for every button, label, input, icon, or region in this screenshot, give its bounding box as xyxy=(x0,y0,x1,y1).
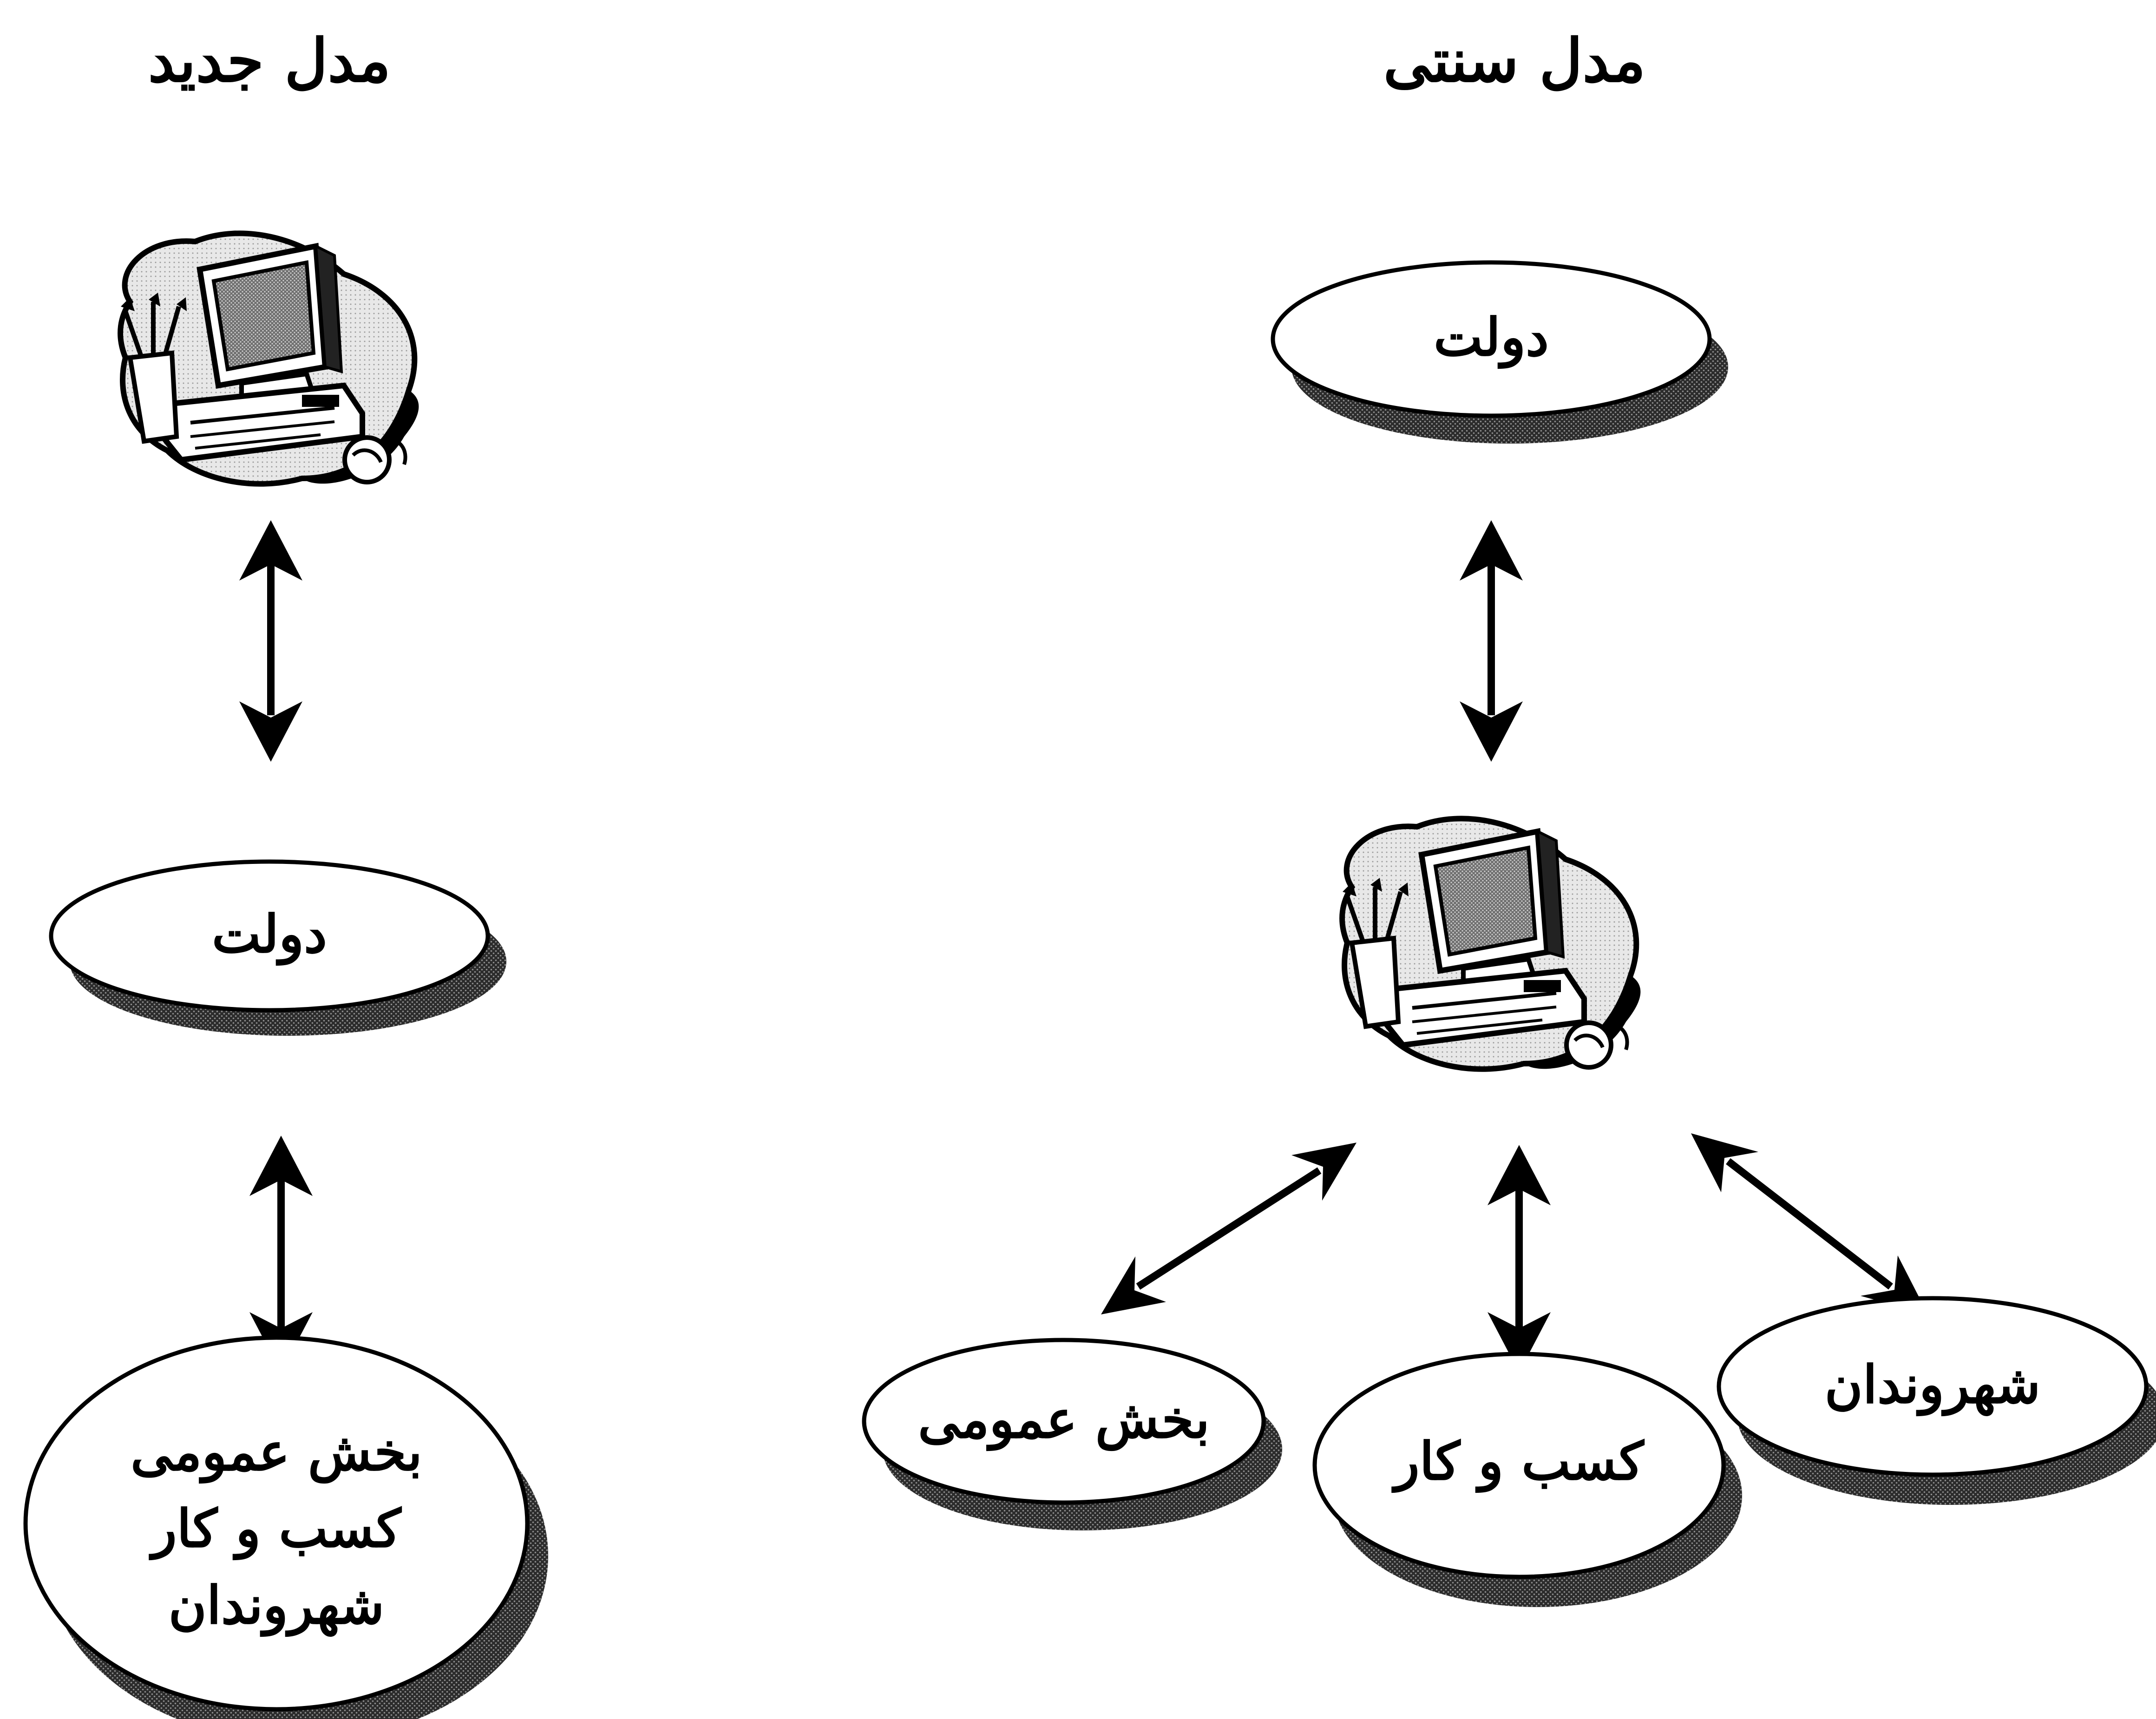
ellipse-face xyxy=(1717,1296,2149,1477)
traditional-model-arrow-government-computer xyxy=(1460,520,1523,762)
traditional-model-business-label: کسب و کار xyxy=(1391,1431,1645,1493)
traditional-model-computer-icon xyxy=(1342,818,1640,1069)
traditional-model-public-sector-node: بخش عمومی xyxy=(862,1338,1282,1530)
new-model-stakeholders-node: بخش عمومی کسب و کار شهروندان xyxy=(23,1335,548,1719)
new-model-computer-icon xyxy=(120,233,419,484)
new-model-government-label: دولت xyxy=(212,904,327,966)
new-model-title: مدل جدید xyxy=(148,26,391,96)
ellipse-face xyxy=(1271,260,1712,418)
ellipse-face xyxy=(23,1335,530,1712)
ellipse-face xyxy=(49,859,490,1013)
traditional-model-citizens-node: شهروندان xyxy=(1717,1296,2156,1505)
traditional-model-government-node: دولت xyxy=(1271,260,1728,444)
traditional-model-citizens-label: شهروندان xyxy=(1825,1354,2041,1417)
traditional-model-arrow-computer-business xyxy=(1488,1145,1551,1373)
traditional-model-government-label: دولت xyxy=(1434,307,1549,369)
traditional-model-arrow-computer-citizens xyxy=(1691,1133,1928,1314)
new-model-arrow-computer-government xyxy=(239,520,302,762)
new-model-public-sector-label: بخش عمومی xyxy=(131,1422,422,1484)
traditional-model-business-node: کسب و کار xyxy=(1312,1352,1742,1607)
new-model-government-node: دولت xyxy=(49,859,506,1036)
traditional-model-public-sector-label: بخش عمومی xyxy=(918,1389,1210,1451)
traditional-model-title: مدل سنتی xyxy=(1383,26,1646,96)
ellipse-face xyxy=(1312,1352,1726,1579)
ellipse-face xyxy=(862,1338,1266,1505)
new-model-business-label: کسب و کار xyxy=(149,1498,402,1561)
new-model-citizens-label: شهروندان xyxy=(169,1575,385,1637)
traditional-model-arrow-computer-public-sector xyxy=(1101,1143,1357,1314)
